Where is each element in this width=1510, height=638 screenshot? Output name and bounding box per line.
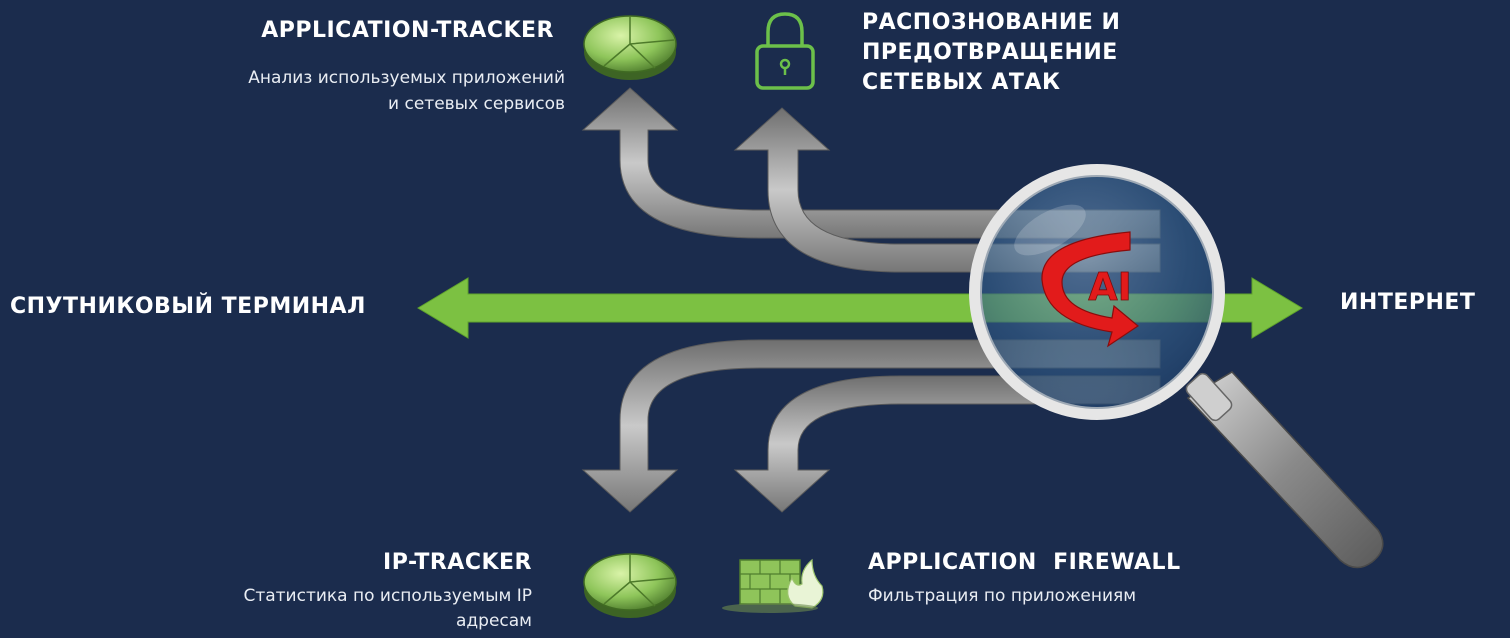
magnifier-icon <box>969 164 1384 569</box>
right-endpoint-label: ИНТЕРНЕТ <box>1340 290 1476 315</box>
lock-icon <box>755 12 815 90</box>
ai-badge: AI <box>1088 265 1132 309</box>
main-bidirectional-arrow <box>417 277 1303 339</box>
app-tracker-desc-line2: и сетевых сервисов <box>388 94 565 114</box>
ip-tracker-desc-line1: Статистика по используемым IP <box>243 586 532 606</box>
ip-tracker-title: IP-TRACKER <box>383 550 532 575</box>
app-firewall-title: APPLICATION FIREWALL <box>868 550 1181 575</box>
app-tracker-title: APPLICATION-TRACKER <box>261 18 554 43</box>
app-firewall-desc: Фильтрация по приложениям <box>868 586 1137 606</box>
firewall-icon <box>722 558 824 613</box>
attack-prevention-title-line3: СЕТЕВЫХ АТАК <box>862 70 1061 95</box>
pie-chart-icon <box>583 553 677 618</box>
ip-tracker-desc-line2: адресам <box>455 611 532 631</box>
attack-prevention-title-line2: ПРЕДОТВРАЩЕНИЕ <box>862 40 1118 65</box>
attack-prevention-title-line1: РАСПОЗНОВАНИЕ И <box>862 10 1121 35</box>
app-tracker-desc-line1: Анализ используемых приложений <box>248 68 565 88</box>
pie-chart-icon <box>583 15 677 80</box>
left-endpoint-label: СПУТНИКОВЫЙ ТЕРМИНАЛ <box>10 294 366 319</box>
